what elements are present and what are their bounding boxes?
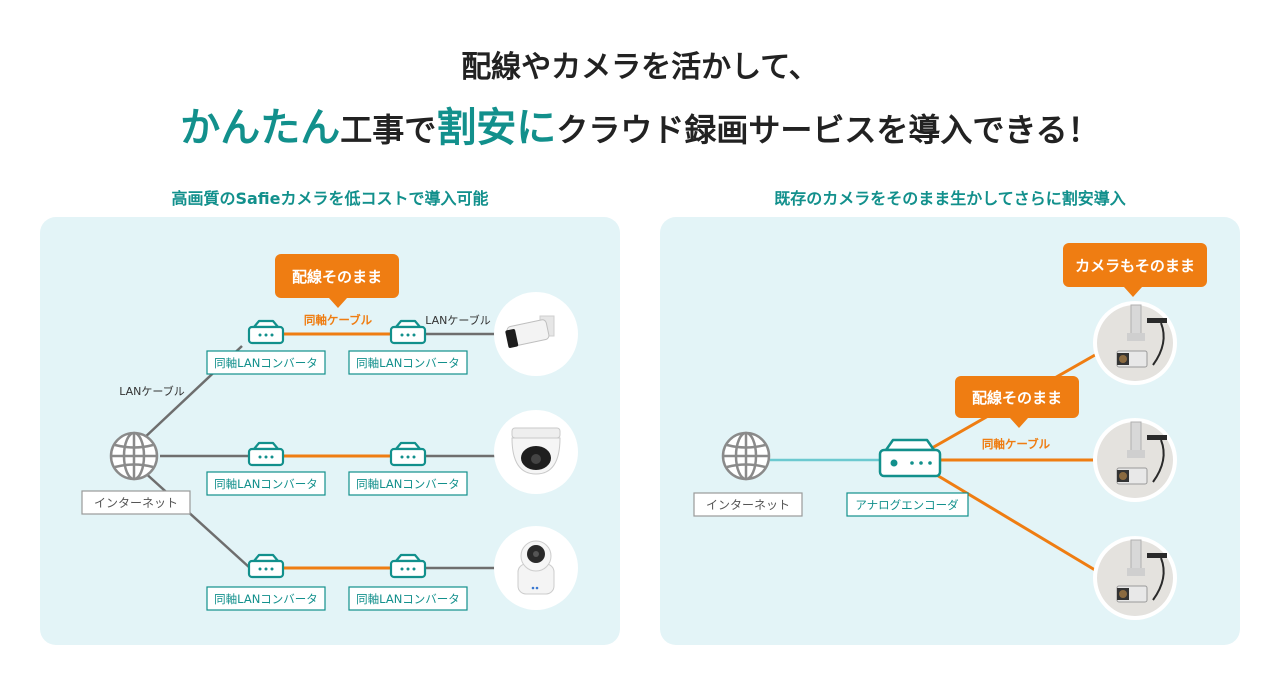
converter-icon <box>389 441 427 467</box>
encoder-icon <box>878 438 942 478</box>
analog-camera-icon <box>1092 535 1178 621</box>
converter-label: 同軸LANコンバータ <box>214 592 318 606</box>
wiring-callout-right-text: 配線そのまま <box>972 389 1062 407</box>
converter-icon <box>247 441 285 467</box>
headline-text-construction: 工事で <box>340 111 437 149</box>
bullet-camera-icon <box>494 292 578 376</box>
coax-label-left: 同軸ケーブル <box>304 313 373 327</box>
headline-emph-cheap: 割安に <box>436 105 557 151</box>
wiring-callout-left-text: 配線そのまま <box>292 268 382 286</box>
internet-box-right <box>693 492 803 517</box>
analog-camera-icon <box>1092 300 1178 386</box>
encoder-label: アナログエンコーダ <box>855 498 959 512</box>
lan-line-bottom <box>141 469 251 569</box>
converter-label-box: 同軸LANコンバータ <box>206 350 326 375</box>
left-subtitle: 高画質のSafieカメラを低コストで導入可能 <box>171 189 489 208</box>
converter-label: 同軸LANコンバータ <box>356 477 460 491</box>
headline-line1: 配線やカメラを活かして、 <box>461 50 819 85</box>
globe-icon <box>109 431 159 481</box>
dome-camera-icon <box>494 410 578 494</box>
internet-box-left <box>81 490 191 515</box>
converter-label-box: 同軸LANコンバータ <box>348 586 468 611</box>
converter-icon <box>247 553 285 579</box>
coax-line-r3 <box>924 466 1096 572</box>
converter-label-box: 同軸LANコンバータ <box>206 471 326 496</box>
converter-label: 同軸LANコンバータ <box>356 356 460 370</box>
analog-camera-icon <box>1092 417 1178 503</box>
converter-label-box: 同軸LANコンバータ <box>348 471 468 496</box>
globe-icon <box>721 431 771 481</box>
converter-label-box: 同軸LANコンバータ <box>206 586 326 611</box>
converter-icon <box>389 319 427 345</box>
encoder-label-box <box>846 492 969 517</box>
headline-line2: かんたん工事で割安にクラウド録画サービスを導入できる！ <box>0 95 1280 153</box>
converter-label: 同軸LANコンバータ <box>214 477 318 491</box>
right-subtitle: 既存のカメラをそのまま生かしてさらに割安導入 <box>774 189 1126 208</box>
wiring-callout-left: 配線そのまま <box>275 254 399 308</box>
converter-label: 同軸LANコンバータ <box>356 592 460 606</box>
lan-label-right: LANケーブル <box>425 313 490 327</box>
converter-label-box: 同軸LANコンバータ <box>348 350 468 375</box>
wiring-callout-right: 配線そのまま <box>955 376 1079 428</box>
coax-label-right: 同軸ケーブル <box>982 437 1051 451</box>
ptz-camera-icon <box>494 526 578 610</box>
converter-label: 同軸LANコンバータ <box>214 356 318 370</box>
converter-icon <box>247 319 285 345</box>
internet-label-left: インターネット <box>94 496 178 510</box>
cameras-callout: カメラもそのまま <box>1063 243 1207 297</box>
headline-emph-easy: かんたん <box>180 105 341 151</box>
headline-text-service: クラウド録画サービスを導入できる！ <box>556 111 1100 149</box>
lan-label-left: LANケーブル <box>119 384 184 398</box>
converter-icon <box>389 553 427 579</box>
cameras-callout-text: カメラもそのまま <box>1075 257 1195 275</box>
internet-label-right: インターネット <box>706 498 790 512</box>
